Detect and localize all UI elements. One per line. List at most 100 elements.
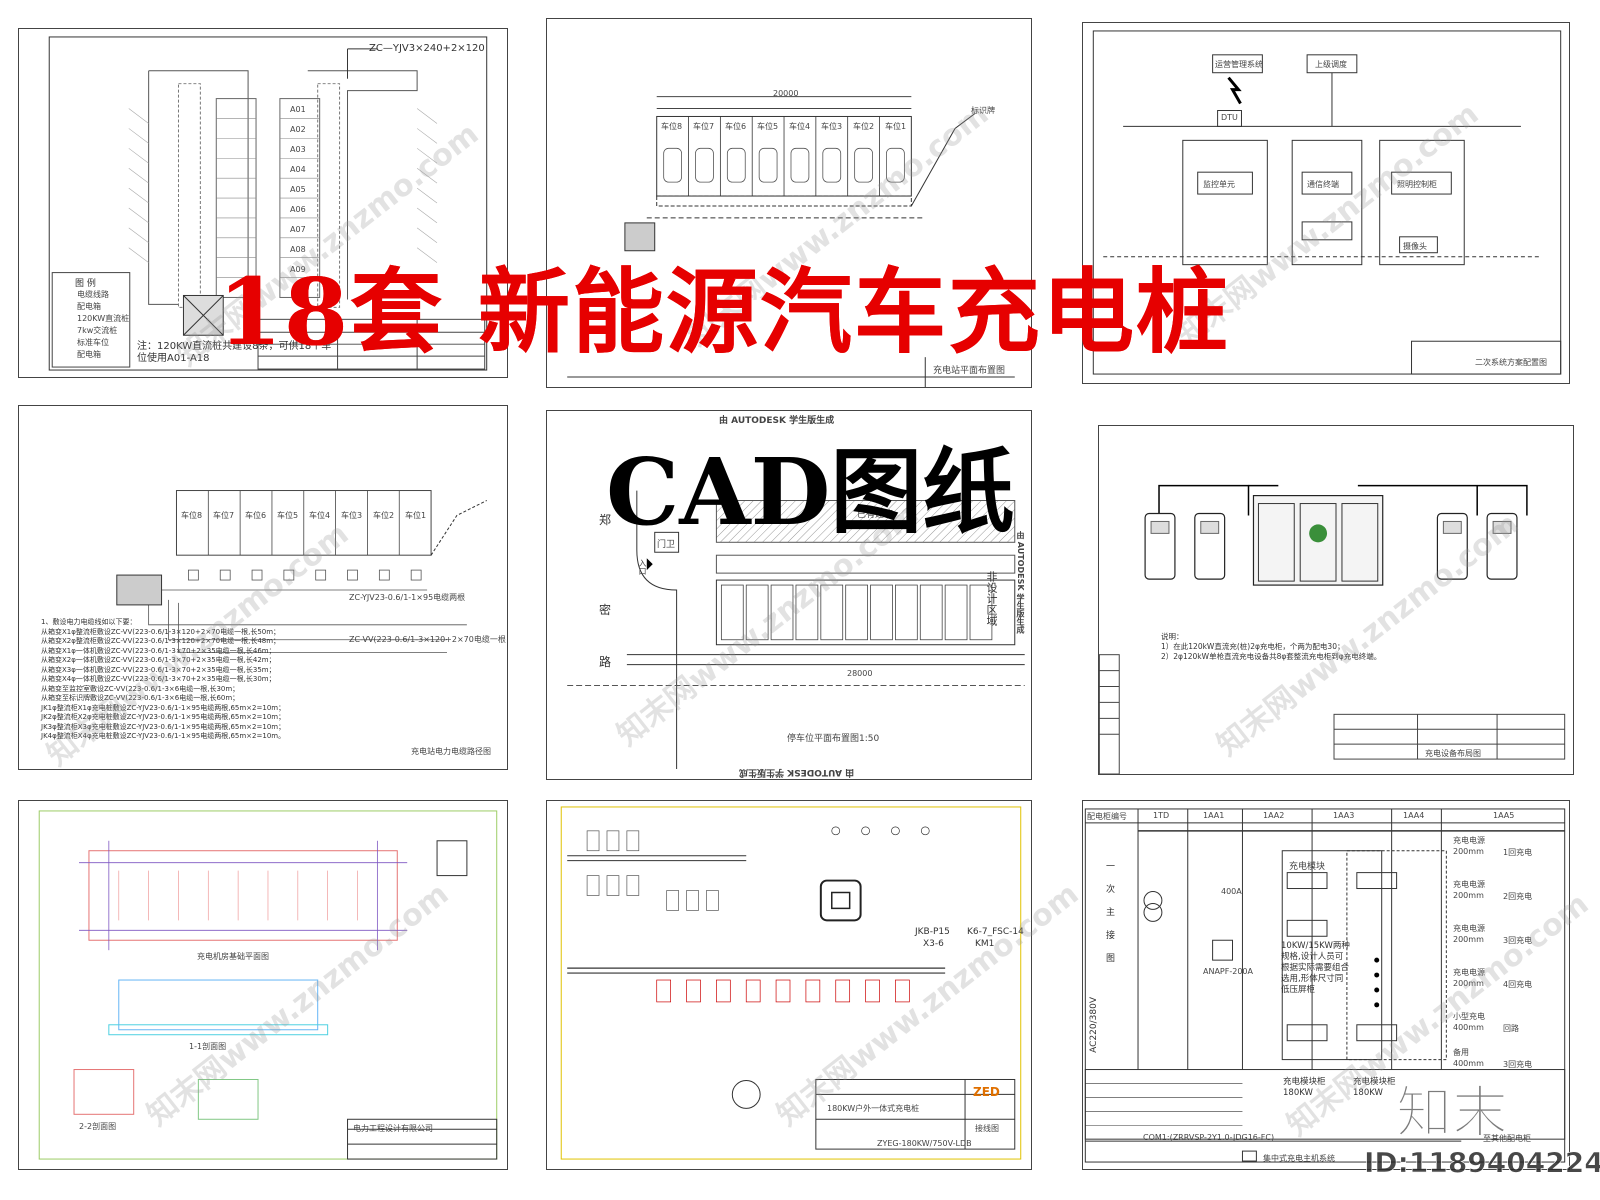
- spot-label: 车位6: [245, 511, 267, 520]
- spot-label: A07: [290, 225, 306, 234]
- box-label: 上级调度: [1315, 60, 1347, 69]
- spot-label: 车位3: [341, 511, 363, 520]
- autodesk-header: 由 AUTODESK 学生版生成: [719, 416, 835, 426]
- component-label: X3-6: [923, 939, 944, 949]
- table-row: 小型充电: [1453, 1012, 1485, 1021]
- drawing-title: 充电机房基础平面图: [197, 952, 269, 961]
- main-wiring-label: 一次主接图: [1104, 861, 1114, 976]
- equipment-note: 说明： 1）在此120kW直流充(桩)2φ充电柜，个两为配电30； 2）2φ12…: [1161, 632, 1382, 661]
- legend-item: 7kw交流桩: [77, 326, 118, 335]
- cable-spec-label: ZC—YJV3×240+2×120: [369, 43, 485, 54]
- road-label: 密: [599, 603, 612, 617]
- table-row: 4回充电: [1503, 980, 1533, 989]
- spot-label: 车位8: [661, 122, 683, 131]
- drawing-panel-8: JKB-P15 K6-7_FSC-14 X3-6 KM1 180KW户外一体式充…: [546, 800, 1032, 1170]
- drawing-title: 180KW户外一体式充电桩: [827, 1104, 920, 1113]
- table-row: 200mm: [1453, 891, 1484, 900]
- col-header: 配电柜编号: [1087, 812, 1127, 821]
- feed-label: 至其他配电柜: [1483, 1134, 1531, 1143]
- table-row: 3回充电: [1503, 936, 1533, 945]
- col-header: 1AA2: [1263, 811, 1285, 820]
- spot-label: A08: [290, 245, 306, 254]
- drawing-panel-2: 20000 车位8 车位7 车位6 车位5 车位4 车位3 车位2 车位1 标识…: [546, 18, 1032, 388]
- filter-label: ANAPF-200A: [1203, 967, 1253, 976]
- spot-label: A05: [290, 185, 306, 194]
- col-header: 1TD: [1153, 811, 1170, 820]
- legend-item: 配电箱: [77, 302, 101, 311]
- table-row: 充电电源: [1453, 968, 1485, 977]
- spot-label: 车位7: [213, 511, 235, 520]
- drawing-panel-1: ZC—YJV3×240+2×120 图 例 电缆线路 配电箱 120KW直流桩 …: [18, 28, 508, 378]
- cable-label: ZC-VV(223-0.6/1-3×120+2×70电缆一根: [349, 635, 506, 644]
- component-label: JKB-P15: [915, 927, 950, 937]
- spot-label: 车位7: [693, 122, 715, 131]
- road-label: 郑: [599, 513, 612, 527]
- box-label: 监控单元: [1203, 180, 1235, 189]
- existing-building-label: 已有建筑: [857, 510, 894, 520]
- col-header: 1AA3: [1333, 811, 1355, 820]
- company-label: 电力工程设计有限公司: [353, 1124, 433, 1133]
- legend-item: 120KW直流桩: [77, 314, 130, 323]
- non-design-area-label: 非设计区域: [985, 571, 998, 626]
- table-row: 200mm: [1453, 935, 1484, 944]
- sign-label: 标识牌: [971, 106, 995, 115]
- spot-label: 车位8: [181, 511, 203, 520]
- ac-voltage-label: AC220/380V: [1089, 997, 1099, 1053]
- entrance-label: 入口: [638, 559, 647, 575]
- cable-notes: 1、敷设电力电缆线如以下要： 从箱变X1φ整流柜敷设ZC-VV(223-0.6/…: [41, 618, 286, 740]
- station-layout-drawing: [567, 96, 1015, 387]
- legend-title: 图 例: [75, 279, 96, 289]
- table-row: 充电电源: [1453, 836, 1485, 845]
- dimension-label: 28000: [847, 669, 873, 678]
- drawing-panel-7: 充电机房基础平面图 1-1剖面图 2-2剖面图 电力工程设计有限公司: [18, 800, 508, 1170]
- parking-plan-drawing: [48, 36, 488, 371]
- drawing-title: 二次系统方案配置图: [1475, 358, 1547, 367]
- spot-label: 车位6: [725, 122, 747, 131]
- spot-label: 车位4: [309, 511, 331, 520]
- table-row: 200mm: [1453, 847, 1484, 856]
- drawing-title: 停车位平面布置图1:50: [787, 734, 880, 744]
- spot-label: 车位5: [277, 511, 299, 520]
- brand-logo: ZED: [973, 1085, 1000, 1099]
- subline-title: CAD图纸: [606, 438, 1015, 546]
- autodesk-footer: 由 AUTODESK 学生版生成: [739, 767, 855, 777]
- spot-label: A01: [290, 105, 306, 114]
- table-row: 回路: [1503, 1024, 1519, 1033]
- col-header: 1AA4: [1403, 811, 1425, 820]
- drawing-panel-4: 车位8 车位7 车位6 车位5 车位4 车位3 车位2 车位1 ZC-YJV23…: [18, 405, 508, 770]
- brand-logo: 知末: [1396, 1080, 1509, 1147]
- spot-label: 车位4: [789, 122, 811, 131]
- drawing-title: 充电站平面布置图: [933, 366, 1006, 376]
- model-label: ZYEG-180KW/750V-LDB: [877, 1139, 972, 1148]
- headline-title: 18套 新能源汽车充电桩: [218, 258, 1231, 366]
- cable-route-drawing: [116, 490, 487, 654]
- table-row: 400mm: [1453, 1023, 1484, 1032]
- breaker-label: 400A: [1221, 887, 1242, 896]
- spot-label: 车位1: [885, 122, 907, 131]
- spot-label: 车位5: [757, 122, 779, 131]
- legend-item: 电缆线路: [77, 290, 109, 299]
- spot-label: A09: [290, 265, 306, 274]
- bus-label: COM1:(ZRRVSP-2Y1.0-JDG16-FC): [1143, 1133, 1275, 1142]
- module-label: 充电模块: [1289, 862, 1326, 872]
- legend-item: 标准车位: [77, 338, 109, 347]
- spot-label: 车位2: [853, 122, 875, 131]
- foundation-plan-drawing: [38, 810, 498, 1160]
- module-cabinet-label: 充电模块柜 180KW: [1353, 1077, 1396, 1098]
- gate-label: 门卫: [657, 540, 676, 550]
- table-row: 充电电源: [1453, 924, 1485, 933]
- autodesk-side: 由 AUTODESK 学生版生成: [1016, 531, 1025, 634]
- table-row: 3回充电: [1503, 1060, 1533, 1069]
- section-label: 1-1剖面图: [189, 1042, 227, 1051]
- equipment-layout-drawing: [1099, 484, 1566, 774]
- spot-label: 车位2: [373, 511, 395, 520]
- road-label: 路: [599, 655, 612, 669]
- drawing-panel-5: 由 AUTODESK 学生版生成 由 AUTODESK 学生版生成 由 AUTO…: [546, 410, 1032, 780]
- center-label: 集中式充电主机系统: [1263, 1154, 1335, 1163]
- table-row: 200mm: [1453, 979, 1484, 988]
- box-label: 运营管理系统: [1215, 60, 1263, 69]
- dimension-label: 20000: [773, 89, 799, 98]
- drawing-panel-3: 运营管理系统 上级调度 DTU 监控单元 通信终端 照明控制柜 摄像头 二次系统…: [1082, 22, 1570, 384]
- module-description: 10KW/15KW两种 规格,设计人员可 根据实际需要组合 选用,形体尺寸同 低…: [1281, 941, 1350, 995]
- drawing-title: 充电设备布局图: [1425, 749, 1481, 758]
